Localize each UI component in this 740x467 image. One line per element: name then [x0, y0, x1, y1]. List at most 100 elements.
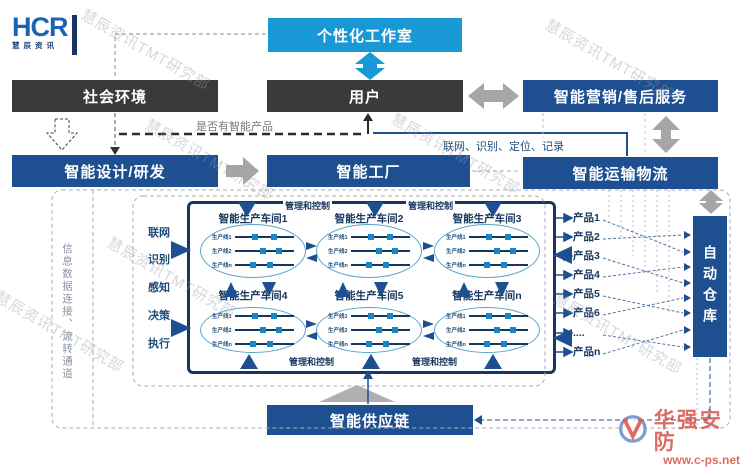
social-environment-box: 社会环境 — [12, 80, 218, 112]
production-line-row: 生产线1 — [212, 232, 294, 243]
production-ellipse: 生产线1 生产线2 生产线n — [434, 224, 540, 278]
production-ellipse: 生产线1 生产线2 生产线n — [200, 307, 306, 353]
production-line-row: 生产线1 — [446, 311, 528, 322]
production-ellipse: 生产线1 生产线2 生产线n — [316, 307, 422, 353]
product-label: 产品n — [573, 346, 601, 358]
production-line-label: 生产线2 — [328, 328, 348, 334]
production-line-track — [468, 312, 528, 319]
production-line-label: 生产线1 — [328, 314, 348, 320]
marketing-service-box: 智能营销/售后服务 — [523, 80, 718, 112]
product-arrows — [555, 212, 574, 358]
production-line-track — [234, 340, 294, 347]
production-line-track — [234, 326, 294, 333]
workshop-label: 智能生产车间n — [452, 290, 522, 302]
smart-supply-chain-box: 智能供应链 — [267, 405, 473, 435]
dashed-hollow-arrow — [45, 118, 79, 151]
production-line-row: 生产线n — [212, 260, 294, 271]
product-label: .... — [573, 327, 585, 339]
production-ellipse: 生产线1 生产线2 生产线n — [200, 224, 306, 278]
site-logo: 华强安防 www.c-ps.net — [616, 410, 740, 467]
production-line-label: 生产线n — [328, 263, 348, 269]
production-ellipse: 生产线1 生产线2 生产线n — [434, 307, 540, 353]
production-line-row: 生产线2 — [212, 246, 294, 257]
logistics-drop-lines — [608, 190, 670, 313]
production-line-label: 生产线n — [328, 342, 348, 348]
mgmt-control-label: 管理和控制 — [287, 357, 337, 368]
hcr-logo-bar — [71, 15, 77, 55]
production-ellipse: 生产线1 生产线2 生产线n — [316, 224, 422, 278]
production-line-row: 生产线1 — [328, 311, 410, 322]
production-line-label: 生产线n — [212, 342, 232, 348]
production-line-track — [468, 340, 528, 347]
warehouse-arrowheads — [684, 231, 691, 351]
production-line-row: 生产线n — [446, 260, 528, 271]
smart-design-box: 智能设计/研发 — [12, 155, 218, 187]
smart-logistics-box: 智能运输物流 — [523, 157, 718, 189]
production-line-track — [234, 233, 294, 240]
production-line-row: 生产线2 — [446, 246, 528, 257]
channel-label: 信息数据连接、流转通道 — [61, 243, 73, 381]
workshop-label: 智能生产车间5 — [334, 290, 404, 302]
production-line-label: 生产线2 — [328, 249, 348, 255]
production-line-track — [234, 261, 294, 268]
production-line-row: 生产线2 — [212, 325, 294, 336]
production-line-track — [350, 233, 410, 240]
production-line-track — [350, 261, 410, 268]
double-arrow-marketing-logistics — [652, 116, 680, 153]
production-line-row: 生产线2 — [328, 246, 410, 257]
hcr-logo-subtext: 慧辰资讯 — [12, 41, 58, 50]
production-line-label: 生产线1 — [212, 314, 232, 320]
site-logo-icon — [619, 415, 647, 443]
production-line-label: 生产线1 — [328, 235, 348, 241]
production-line-label: 生产线n — [446, 263, 466, 269]
capability-label: 执行 — [148, 338, 170, 350]
production-line-label: 生产线2 — [212, 249, 232, 255]
product-label: 产品5 — [573, 288, 600, 300]
product-label: 产品4 — [573, 269, 600, 281]
production-line-track — [350, 326, 410, 333]
user-box: 用户 — [267, 80, 463, 112]
production-line-label: 生产线1 — [212, 235, 232, 241]
production-line-track — [468, 233, 528, 240]
production-line-track — [468, 261, 528, 268]
production-line-row: 生产线2 — [328, 325, 410, 336]
production-line-track — [350, 340, 410, 347]
arrow-design-factory — [226, 157, 259, 185]
production-line-track — [468, 247, 528, 254]
production-line-row: 生产线2 — [446, 325, 528, 336]
production-line-track — [234, 247, 294, 254]
production-line-label: 生产线1 — [446, 235, 466, 241]
production-line-row: 生产线n — [328, 339, 410, 350]
site-logo-title: 华强安防 — [653, 409, 723, 454]
auto-warehouse-box: 自动仓库 — [693, 216, 727, 357]
production-line-label: 生产线2 — [446, 328, 466, 334]
product-label: 产品2 — [573, 231, 600, 243]
capability-label: 识别 — [148, 254, 170, 266]
capability-label: 决策 — [148, 310, 170, 322]
product-label: 产品6 — [573, 307, 600, 319]
production-line-row: 生产线1 — [328, 232, 410, 243]
workshop-label: 智能生产车间4 — [218, 290, 288, 302]
production-line-label: 生产线2 — [446, 249, 466, 255]
production-line-row: 生产线n — [446, 339, 528, 350]
capability-label: 感知 — [148, 282, 170, 294]
production-line-track — [468, 326, 528, 333]
production-line-row: 生产线1 — [212, 311, 294, 322]
double-arrow-studio-user — [355, 52, 385, 80]
production-line-label: 生产线2 — [212, 328, 232, 334]
double-arrow-user-marketing — [468, 83, 519, 109]
logistics-caption-label: 联网、识别、定位、记录 — [440, 138, 567, 154]
capability-label: 联网 — [148, 227, 170, 239]
production-line-label: 生产线1 — [446, 314, 466, 320]
site-logo-url: www.c-ps.net — [663, 453, 740, 467]
product-label: 产品1 — [573, 212, 600, 224]
watermark-text: 慧辰资讯TMT研究部 — [550, 290, 685, 379]
production-line-label: 生产线n — [446, 342, 466, 348]
double-arrow-logistics-warehouse — [699, 190, 723, 214]
personalization-studio-box: 个性化工作室 — [268, 18, 462, 52]
product-warehouse-links — [602, 219, 684, 355]
production-line-track — [350, 247, 410, 254]
hcr-logo-text: HCR — [12, 12, 68, 42]
production-line-row: 生产线n — [212, 339, 294, 350]
production-line-row: 生产线n — [328, 260, 410, 271]
